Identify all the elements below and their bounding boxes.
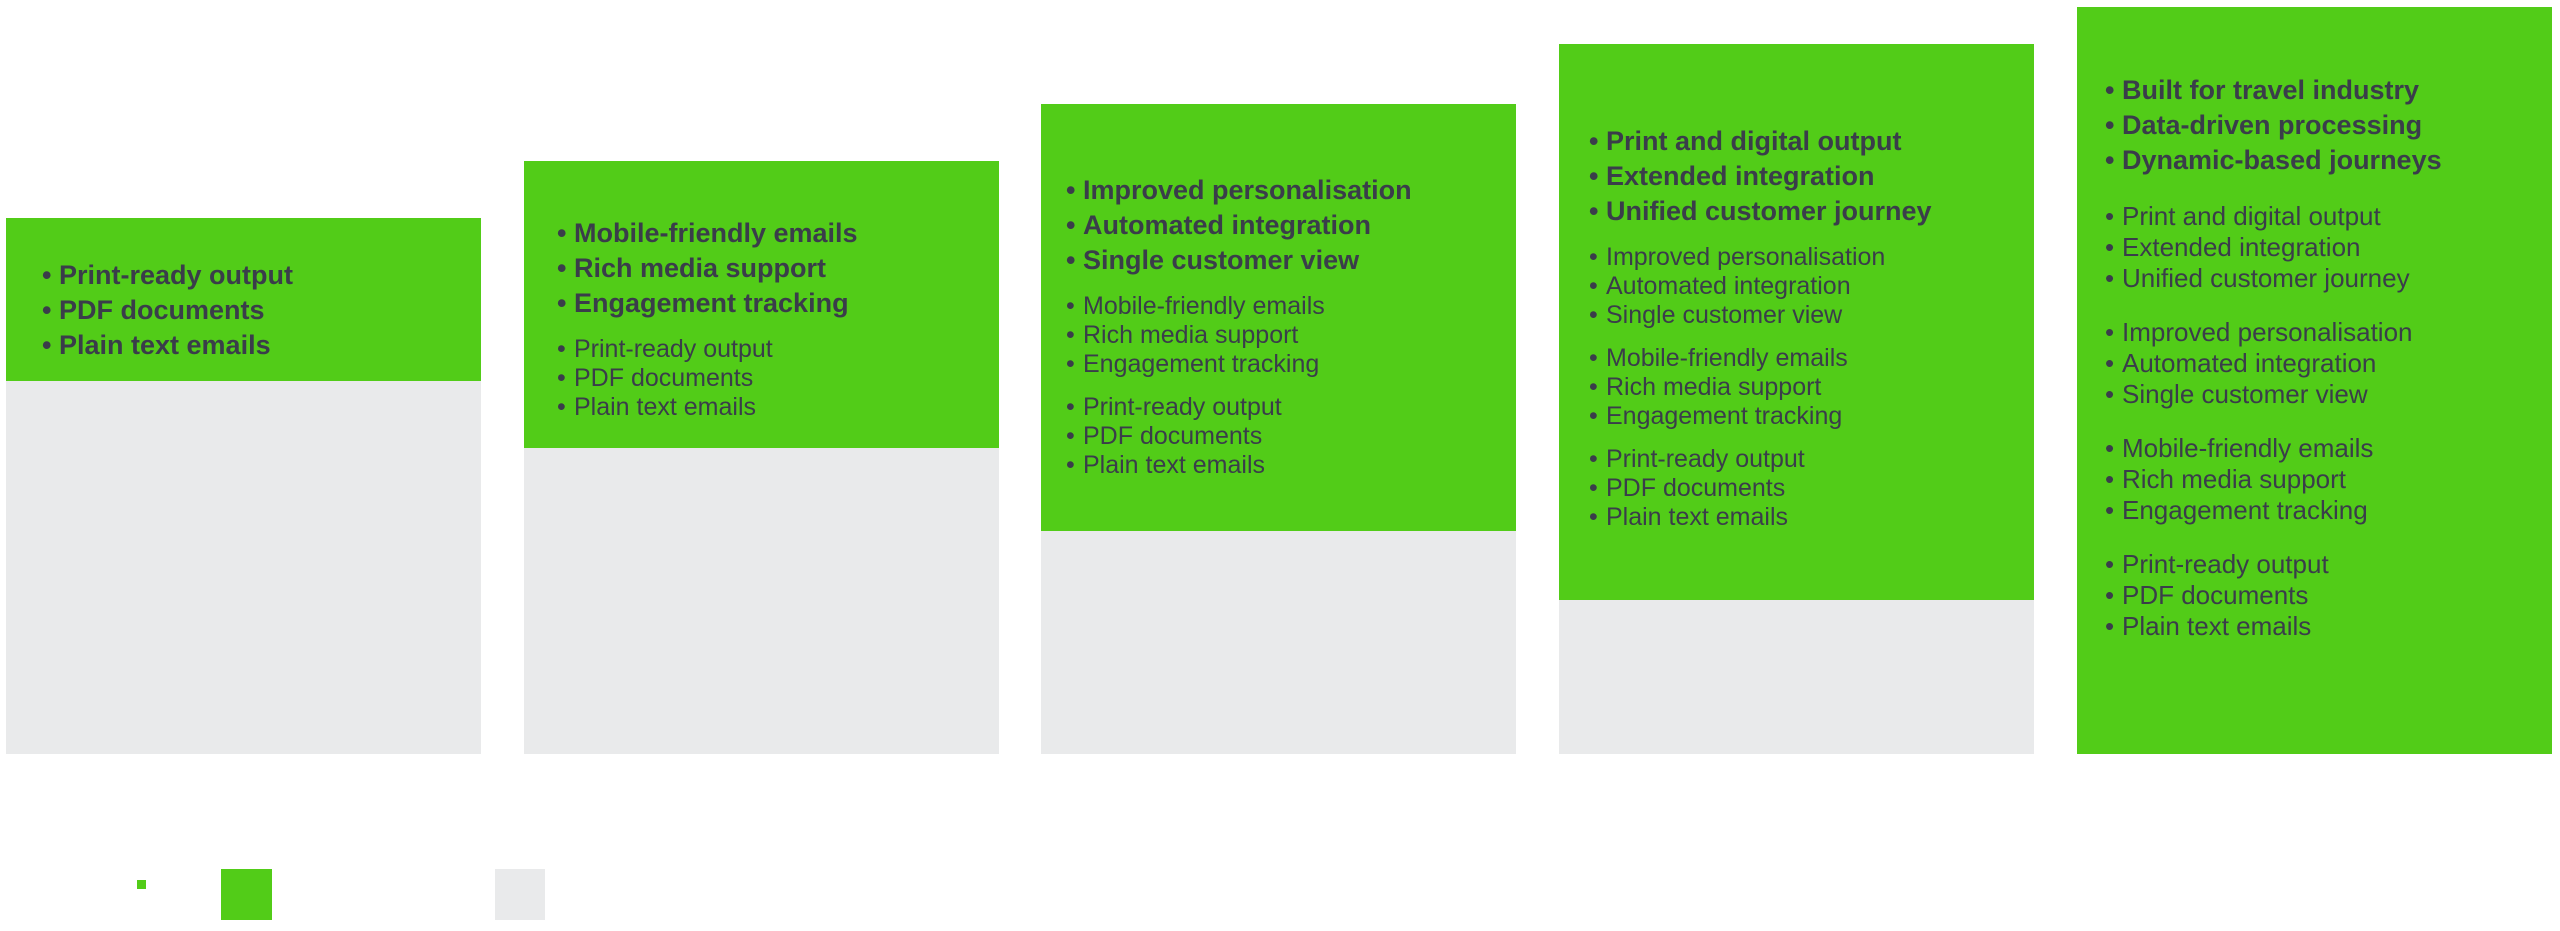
feature-item: Plain text emails <box>2105 611 2552 642</box>
tier-2-group-1: Print-ready output PDF documents Plain t… <box>557 335 999 422</box>
feature-item: Print-ready output <box>2105 549 2552 580</box>
feature-item: PDF documents <box>557 364 999 393</box>
tier-3-highlights: Improved personalisation Automated integ… <box>1066 173 1516 278</box>
feature-item: Print-ready output <box>557 335 999 364</box>
feature-item: Print and digital output <box>2105 201 2552 232</box>
tier-4-group-1: Improved personalisation Automated integ… <box>1589 243 2034 330</box>
highlight-item: Mobile-friendly emails <box>557 216 999 251</box>
feature-item: Mobile-friendly emails <box>1589 344 2034 373</box>
highlight-item: Rich media support <box>557 251 999 286</box>
feature-item: Plain text emails <box>1589 503 2034 532</box>
feature-item: Mobile-friendly emails <box>2105 433 2552 464</box>
tier-5-highlights: Built for travel industry Data-driven pr… <box>2105 73 2552 178</box>
highlight-item: PDF documents <box>42 293 481 328</box>
feature-item: Rich media support <box>2105 464 2552 495</box>
legend-green-swatch <box>221 869 272 920</box>
tier-5-group-3: Mobile-friendly emails Rich media suppor… <box>2105 433 2552 526</box>
highlight-item: Improved personalisation <box>1066 173 1516 208</box>
feature-item: Extended integration <box>2105 232 2552 263</box>
feature-item: Engagement tracking <box>1589 402 2034 431</box>
tier-5-column: Built for travel industry Data-driven pr… <box>2077 7 2552 754</box>
feature-item: Automated integration <box>2105 348 2552 379</box>
feature-item: Improved personalisation <box>1589 243 2034 272</box>
feature-item: Improved personalisation <box>2105 317 2552 348</box>
tier-3-group-1: Mobile-friendly emails Rich media suppor… <box>1066 292 1516 379</box>
highlight-item: Data-driven processing <box>2105 108 2552 143</box>
feature-item: Engagement tracking <box>2105 495 2552 526</box>
tier-4-column: Print and digital output Extended integr… <box>1559 44 2034 754</box>
feature-item: Rich media support <box>1589 373 2034 402</box>
highlight-item: Print and digital output <box>1589 124 2034 159</box>
highlight-item: Extended integration <box>1589 159 2034 194</box>
tier-5-group-4: Print-ready output PDF documents Plain t… <box>2105 549 2552 642</box>
tier-1-column: Print-ready output PDF documents Plain t… <box>6 218 481 754</box>
feature-item: Unified customer journey <box>2105 263 2552 294</box>
tier-3-column: Improved personalisation Automated integ… <box>1041 104 1516 754</box>
highlight-item: Print-ready output <box>42 258 481 293</box>
highlight-item: Automated integration <box>1066 208 1516 243</box>
feature-item: PDF documents <box>1066 422 1516 451</box>
highlight-item: Dynamic-based journeys <box>2105 143 2552 178</box>
feature-item: Plain text emails <box>557 393 999 422</box>
feature-item: Engagement tracking <box>1066 350 1516 379</box>
highlight-item: Plain text emails <box>42 328 481 363</box>
feature-item: Plain text emails <box>1066 451 1516 480</box>
legend-small-green-marker <box>137 880 146 889</box>
tier-3-group-2: Print-ready output PDF documents Plain t… <box>1066 393 1516 480</box>
tier-5-group-2: Improved personalisation Automated integ… <box>2105 317 2552 410</box>
feature-item: PDF documents <box>1589 474 2034 503</box>
legend-grey-swatch <box>495 869 545 920</box>
tier-5-group-1: Print and digital output Extended integr… <box>2105 201 2552 294</box>
feature-item: PDF documents <box>2105 580 2552 611</box>
highlight-item: Built for travel industry <box>2105 73 2552 108</box>
feature-item: Single customer view <box>2105 379 2552 410</box>
feature-item: Single customer view <box>1589 301 2034 330</box>
feature-item: Automated integration <box>1589 272 2034 301</box>
tier-4-highlights: Print and digital output Extended integr… <box>1589 124 2034 229</box>
feature-item: Print-ready output <box>1066 393 1516 422</box>
tier-2-column: Mobile-friendly emails Rich media suppor… <box>524 161 999 754</box>
highlight-item: Single customer view <box>1066 243 1516 278</box>
highlight-item: Unified customer journey <box>1589 194 2034 229</box>
feature-item: Mobile-friendly emails <box>1066 292 1516 321</box>
highlight-item: Engagement tracking <box>557 286 999 321</box>
tier-2-highlights: Mobile-friendly emails Rich media suppor… <box>557 216 999 321</box>
tier-4-group-3: Print-ready output PDF documents Plain t… <box>1589 445 2034 532</box>
feature-item: Print-ready output <box>1589 445 2034 474</box>
tier-1-highlights: Print-ready output PDF documents Plain t… <box>42 258 481 363</box>
feature-item: Rich media support <box>1066 321 1516 350</box>
tier-4-group-2: Mobile-friendly emails Rich media suppor… <box>1589 344 2034 431</box>
